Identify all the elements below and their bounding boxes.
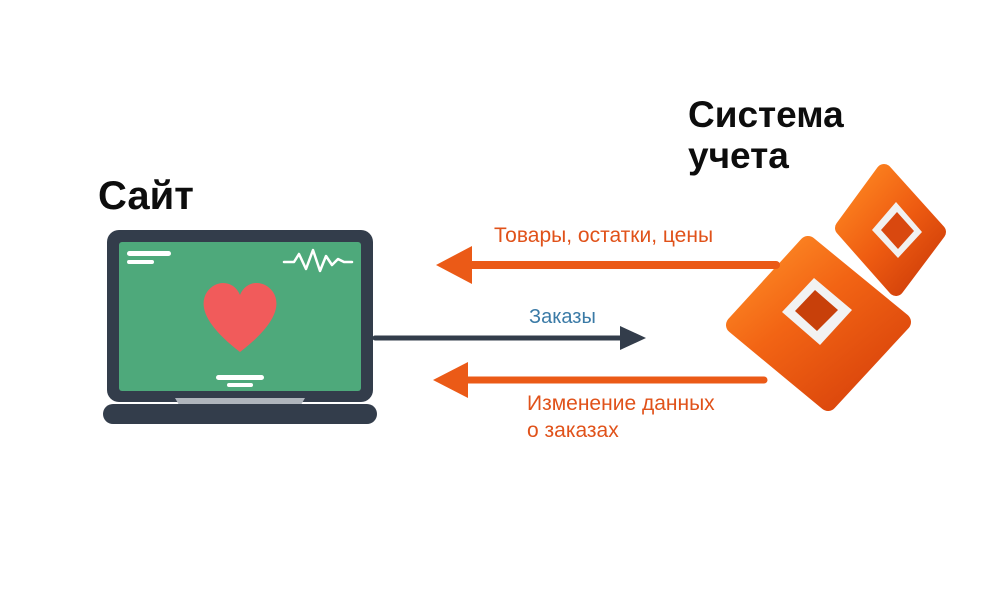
- accounting-system-cube-icon: [726, 164, 946, 411]
- order-changes-arrow: [433, 362, 768, 398]
- laptop-illustration: [103, 230, 377, 424]
- products-arrow-label: Товары, остатки, цены: [494, 224, 714, 247]
- heart-icon: [203, 282, 277, 352]
- accounting-system-title: Система учета: [688, 94, 844, 177]
- products-arrow-head: [436, 246, 472, 284]
- order-changes-arrow-head: [433, 362, 468, 398]
- screen-text-line-icon: [216, 375, 264, 380]
- orders-arrow: [372, 326, 646, 350]
- site-title: Сайт: [98, 174, 194, 218]
- orders-arrow-head: [620, 326, 646, 350]
- heartbeat-line-icon: [282, 248, 354, 273]
- screen-text-line-icon: [127, 251, 171, 256]
- big-cube-hole: [795, 290, 838, 331]
- products-arrow: [436, 246, 780, 284]
- small-cube-hole: [881, 212, 914, 249]
- screen-text-line-icon: [227, 383, 253, 387]
- screen-text-line-icon: [127, 260, 154, 264]
- order-changes-arrow-label: Изменение данных о заказах: [527, 392, 715, 443]
- laptop-base: [103, 404, 377, 424]
- orders-arrow-label: Заказы: [529, 306, 596, 328]
